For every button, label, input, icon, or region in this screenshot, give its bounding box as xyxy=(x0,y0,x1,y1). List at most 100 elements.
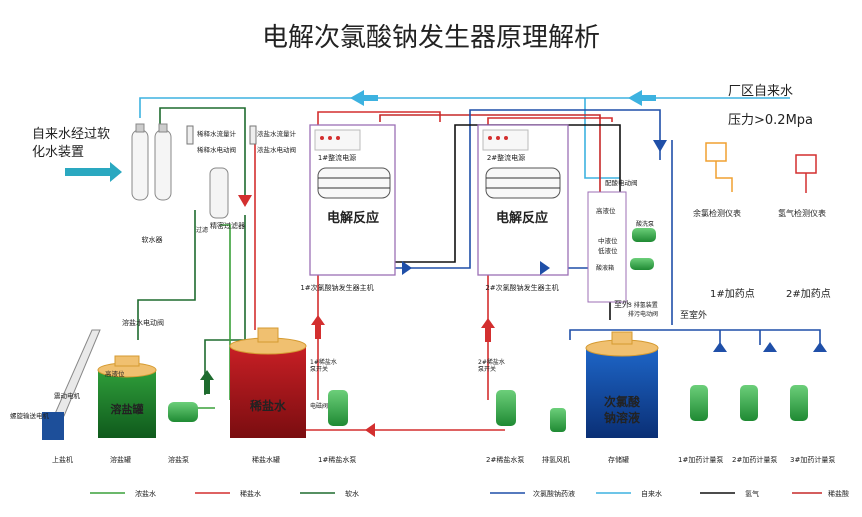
dilution-flowmeter-label: 稀释水流量计 xyxy=(197,129,237,138)
label-exhaust-fan: 排氢风机 xyxy=(542,455,570,464)
label-dosing-pump-1: 1#加药计量泵 xyxy=(678,455,723,464)
arrow-up-icon xyxy=(813,342,827,352)
brine-tank-label: 稀盐水 xyxy=(250,398,287,413)
arrow-up-icon xyxy=(763,342,777,352)
conc-flowmeter-label: 浓盐水流量计 xyxy=(257,129,297,138)
storage-tank-label-2: 钠溶液 xyxy=(604,410,640,425)
reaction-1-label: 电解反应 xyxy=(327,210,379,226)
label-salt-loader: 上盐机 xyxy=(52,455,73,464)
screw-conveyor-label: 螺旋输送电机 xyxy=(10,411,50,420)
label-brine-pump-2: 2#稀盐水泵 xyxy=(486,455,524,464)
rectifier-1-label: 1#整流电源 xyxy=(318,153,356,162)
legend-hypo-label: 次氯酸钠药液 xyxy=(533,489,575,498)
arrow-up-icon xyxy=(200,370,214,394)
label-salt-tank: 溶盐罐 xyxy=(110,455,131,464)
vibrating-motor-label: 震动电机 xyxy=(54,391,81,400)
pump-note-2b: 泵开关 xyxy=(478,365,496,373)
electrolyzer-cabinet-1: 1#整流电源 电解反应 1#次氯酸钠发生器主机 xyxy=(300,124,396,292)
acid-tank-label: 酸液箱 xyxy=(596,264,614,272)
salt-tank: 溶盐罐 高液位 xyxy=(97,355,157,438)
label-dosing-pump-2: 2#加药计量泵 xyxy=(732,455,777,464)
conc-brine-pipe-b xyxy=(220,224,231,400)
arrow-right-icon xyxy=(365,423,375,437)
hydrogen-outlet-label: 至外 xyxy=(614,299,630,309)
precision-filter-label: 精密过滤器 xyxy=(210,221,245,230)
host-1-label: 1#次氯酸钠发生器主机 xyxy=(300,283,373,292)
page-title: 电解次氯酸钠发生器原理解析 xyxy=(262,23,600,53)
brine-tank: 稀盐水 xyxy=(229,327,307,438)
inlet-arrow-icon xyxy=(65,162,122,182)
acid-pump-label: 酸洗泵 xyxy=(636,220,654,228)
label-brine-pump-1: 1#稀盐水泵 xyxy=(318,455,356,464)
filter-small-label: 过滤 xyxy=(196,226,208,234)
dist-valve-label: 配酸电动阀 xyxy=(605,178,638,187)
hypo-pipe xyxy=(395,109,661,269)
salt-conveyor: 震动电机 螺旋输送电机 xyxy=(10,329,101,440)
hydrogen-pipe xyxy=(395,124,621,300)
flow-arrows xyxy=(200,90,827,437)
mid-level-label: 中液位 xyxy=(598,236,618,245)
salt-high-level-label: 高液位 xyxy=(105,369,125,378)
precision-filter: 精密过滤器 xyxy=(209,167,245,230)
arrow-down-icon xyxy=(238,195,252,207)
electrolyzer-cabinet-2: 2#整流电源 电解反应 2#次氯酸钠发生器主机 xyxy=(477,124,569,292)
pressure-label: 压力>0.2Mpa xyxy=(728,113,813,128)
exhaust-device-label-2: 排污电动阀 xyxy=(628,310,658,318)
legend-conc-label: 浓盐水 xyxy=(135,489,156,498)
pumps: 1#稀盐水 泵开关 2#稀盐水 泵开关 电磁阀 xyxy=(168,358,808,432)
arrow-left-icon xyxy=(350,90,378,106)
soft-water-pipe xyxy=(159,107,246,200)
chlorine-meter: 余氯检测仪表 xyxy=(693,142,741,218)
plant-water-label: 厂区自来水 xyxy=(728,84,793,99)
rectifier-2-label: 2#整流电源 xyxy=(487,153,525,162)
label-dosing-pump-3: 3#加药计量泵 xyxy=(790,455,835,464)
storage-tank-label-1: 次氯酸 xyxy=(604,394,641,409)
pump-note-2a: 2#稀盐水 xyxy=(478,358,505,366)
label-salt-pump: 溶盐泵 xyxy=(168,455,189,464)
tap-water-pipe xyxy=(139,97,790,118)
chlorine-meter-label: 余氯检测仪表 xyxy=(693,208,741,218)
arrow-up-icon xyxy=(311,315,325,339)
pump-note-1a: 1#稀盐水 xyxy=(310,358,337,366)
exhaust-device-label-1: 3 排氢装置 xyxy=(628,301,658,309)
softened-inlet-label-1: 自来水经过软 xyxy=(32,127,110,142)
soft-water-pipe-c xyxy=(204,215,246,395)
acid-pipe xyxy=(379,114,601,200)
storage-tank: 次氯酸 钠溶液 xyxy=(585,331,659,438)
softener: 软水器 xyxy=(131,123,172,244)
flowmeter-group: 稀释水流量计 稀释水电动阀 浓盐水流量计 浓盐水电动阀 xyxy=(186,125,297,154)
arrow-up-icon xyxy=(713,342,727,352)
hydrogen-meter-label: 氢气检测仪表 xyxy=(778,208,826,218)
pump-note-1b: 泵开关 xyxy=(310,365,328,373)
arrow-right-icon xyxy=(402,261,412,275)
hypo-pipe-c xyxy=(569,329,821,345)
salt-tank-label: 溶盐罐 xyxy=(111,402,144,416)
label-storage-tank: 存储罐 xyxy=(608,455,629,464)
acid-panel: 配酸电动阀 高液位 中液位 低液位 酸液箱 酸洗泵 xyxy=(587,178,656,303)
dosing-point-1-label: 1#加药点 xyxy=(710,288,755,300)
flow-note: 电磁阀 xyxy=(310,402,328,410)
legend-soft-label: 软水 xyxy=(345,489,359,498)
arrow-up-icon xyxy=(481,318,495,342)
legend-acid-label: 稀盐酸 xyxy=(828,489,849,498)
arrow-left-icon xyxy=(628,90,656,106)
arrow-down-icon xyxy=(653,140,667,152)
legend-hydrogen-label: 氢气 xyxy=(745,489,759,498)
softener-label: 软水器 xyxy=(142,235,163,244)
hydrogen-meter: 氢气检测仪表 xyxy=(778,154,826,218)
legend-dilute-label: 稀盐水 xyxy=(240,489,261,498)
bottom-labels: 上盐机 溶盐罐 溶盐泵 稀盐水罐 1#稀盐水泵 2#稀盐水泵 排氢风机 存储罐 … xyxy=(52,455,835,464)
dilution-valve-label: 稀释水电动阀 xyxy=(197,145,236,154)
to-outdoor-label: 至室外 xyxy=(680,309,707,321)
reaction-2-label: 电解反应 xyxy=(496,210,548,226)
dosing-point-2-label: 2#加药点 xyxy=(786,288,831,300)
conc-valve-label: 浓盐水电动阀 xyxy=(257,145,296,154)
salt-valve-label: 溶盐水电动阀 xyxy=(122,318,164,327)
label-brine-tank: 稀盐水罐 xyxy=(252,455,280,464)
legend: 浓盐水 稀盐水 软水 次氯酸钠药液 自来水 氢气 稀盐酸 xyxy=(90,489,849,498)
host-2-label: 2#次氯酸钠发生器主机 xyxy=(485,283,558,292)
high-level-label: 高液位 xyxy=(596,206,616,215)
arrow-right-icon xyxy=(540,261,550,275)
softened-inlet-label-2: 化水装置 xyxy=(32,145,84,160)
